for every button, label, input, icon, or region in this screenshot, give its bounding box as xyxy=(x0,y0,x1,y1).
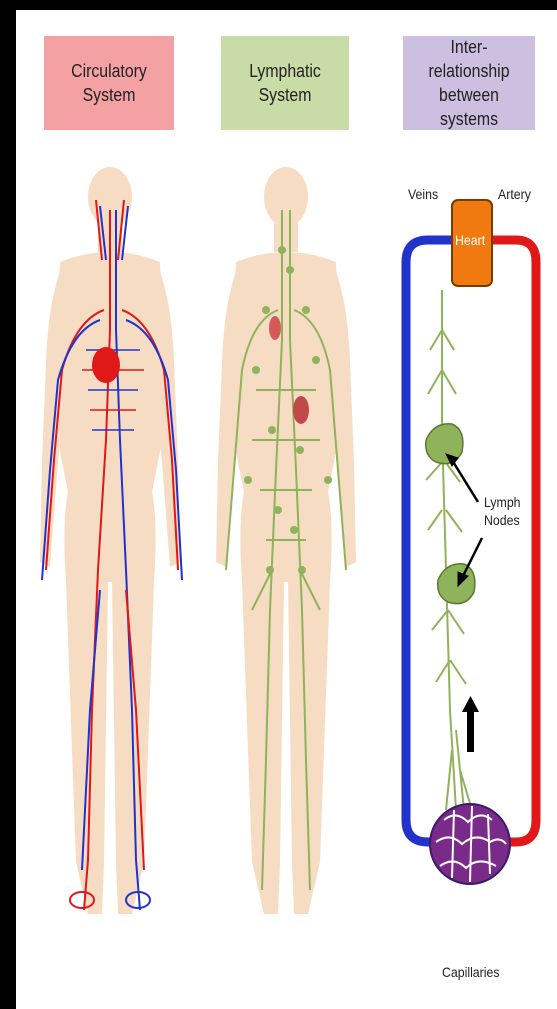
lymphatic-body-figure xyxy=(216,167,356,914)
lymph-node-lower xyxy=(438,564,475,604)
circulatory-title-line1: Circulatory xyxy=(71,59,147,83)
diagram-graphics xyxy=(16,10,557,1009)
capillaries-label: Capillaries xyxy=(442,964,500,980)
flow-arrow-icon xyxy=(462,696,479,752)
circulatory-title-line2: System xyxy=(71,83,147,107)
interrelationship-title-line2: between systems xyxy=(411,83,527,131)
lymph-nodes-label-line1: Lymph xyxy=(484,494,521,510)
lymph-nodes-label-line2: Nodes xyxy=(484,512,520,528)
heart-label: Heart xyxy=(455,232,485,248)
lymph-vessel-chain xyxy=(426,290,472,810)
artery-path xyxy=(486,240,536,842)
veins-label: Veins xyxy=(408,186,438,202)
circulatory-body-figure xyxy=(40,167,182,914)
capillary-bed xyxy=(430,804,510,884)
artery-label: Artery xyxy=(498,186,531,202)
interrelationship-title-line1: Inter-relationship xyxy=(411,35,527,83)
lymphatic-title-line1: Lymphatic xyxy=(249,59,321,83)
lymphatic-title-line2: System xyxy=(249,83,321,107)
